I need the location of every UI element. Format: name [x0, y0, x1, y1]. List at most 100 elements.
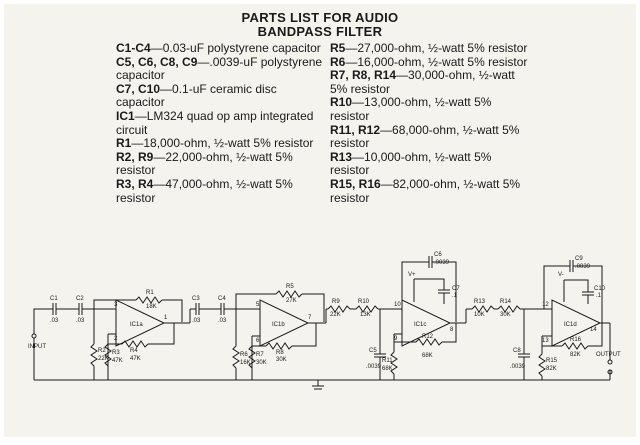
schematic-label-pin5: 5: [256, 302, 260, 308]
title-line-1: PARTS LIST FOR AUDIO: [241, 10, 399, 25]
schematic-label-c8: C8: [513, 348, 521, 354]
schematic-label-c10: C10: [594, 286, 606, 292]
schematic-label-r10v: 13K: [360, 312, 371, 318]
schematic-label-c6: C6: [434, 252, 442, 258]
schematic-label-pin9: 9: [394, 336, 398, 342]
capacitor-c7: [438, 289, 450, 294]
schematic-label-c9v: .0039: [575, 264, 591, 270]
page: PARTS LIST FOR AUDIO BANDPASS FILTER C1-…: [4, 4, 636, 437]
schematic-label-pin1: 1: [164, 315, 168, 321]
capacitor-c3: [190, 303, 216, 315]
schematic-label-pin2: 2: [114, 336, 118, 342]
input-terminal: [31, 333, 37, 339]
schematic-label-r2v: 22K: [98, 356, 109, 362]
schematic-label-c7v: .1: [452, 293, 458, 299]
parts-list-item: R1—18,000-ohm, ½-watt 5% resistor: [116, 136, 328, 151]
schematic-label-vplus: V+: [408, 272, 416, 278]
schematic-label-r15: R15: [546, 358, 558, 364]
schematic-label-r1: R1: [146, 290, 154, 296]
schematic-label-r6: R6: [240, 352, 248, 358]
schematic-output-label: OUTPUT: [596, 352, 621, 358]
resistor-r10: [355, 305, 379, 313]
schematic-label-pin14: 14: [590, 327, 597, 333]
schematic-label-r7: R7: [256, 352, 264, 358]
schematic-label-r10: R10: [358, 299, 370, 305]
schematic-label-pin12: 12: [542, 302, 549, 308]
schematic-label-c4v: .03: [218, 318, 227, 324]
schematic-label-c9: C9: [575, 256, 583, 262]
part-desc: —22,000-ohm, ½-watt 5% resistor: [116, 149, 293, 178]
resistor-r11: [390, 351, 398, 375]
part-desc: —LM324 quad op amp integrated circuit: [116, 108, 314, 137]
capacitor-c4: [216, 303, 260, 315]
schematic-label-pin13: 13: [542, 338, 549, 344]
schematic-label-c4: C4: [218, 296, 226, 302]
part-desc: —0.1-uF ceramic disc capacitor: [116, 81, 277, 110]
parts-list-item: C7, C10—0.1-uF ceramic disc capacitor: [116, 81, 328, 110]
part-ref: C1-C4: [116, 41, 151, 55]
schematic-label-r4v: 47K: [130, 356, 141, 362]
part-ref: R10: [330, 95, 353, 110]
schematic-label-r16v: 82K: [570, 352, 581, 358]
schematic-label-pin10: 10: [394, 302, 401, 308]
resistor-r9: [327, 305, 351, 313]
resistor-r7: [248, 345, 256, 369]
resistor-r2: [90, 343, 98, 367]
schematic-label-r11: R11: [382, 358, 393, 364]
schematic-input-label: INPUT: [28, 344, 46, 350]
capacitor-c10: [582, 291, 594, 296]
schematic-label-c3: C3: [192, 296, 200, 302]
part-desc: —47,000-ohm, ½-watt 5% resistor: [116, 176, 293, 205]
schematic-label-c1v: .03: [50, 318, 59, 324]
part-desc: —16,000-ohm, ½-watt 5% resistor: [345, 54, 528, 69]
schematic-label-c5: C5: [369, 348, 377, 354]
schematic-label-pin8: 8: [450, 327, 454, 333]
part-ref: R5: [330, 41, 346, 55]
schematic-label-r13: R13: [474, 299, 486, 305]
schematic-label-r12: R12: [422, 334, 434, 340]
parts-list-item: R2, R9—22,000-ohm, ½-watt 5% resistor: [116, 149, 328, 178]
op-amp-ic1c: [401, 299, 452, 347]
resistor-r15: [538, 353, 546, 377]
parts-list-item: R7, R8, R14—30,000-ohm, ½-watt 5% resist…: [330, 68, 530, 96]
parts-list-item: IC1—LM324 quad op amp integrated circuit: [116, 108, 328, 137]
output-terminal: [607, 359, 613, 365]
schematic-label-r9: R9: [332, 299, 340, 305]
schematic-label-ic1d: IC1d: [564, 322, 577, 328]
schematic-label-r14v: 30K: [500, 312, 511, 318]
schematic-label-r16: R16: [570, 337, 582, 343]
schematic-label-r11v: 68K: [382, 366, 393, 372]
schematic-label-c3v: .03: [192, 318, 201, 324]
op-amp-ic1b: [259, 299, 310, 347]
part-ref: R15, R16: [330, 176, 381, 191]
part-desc: —0.03-uF polystyrene capacitor: [150, 41, 321, 55]
resistor-r12: [415, 338, 443, 346]
schematic-label-r6v: 16K: [240, 360, 251, 366]
part-ref: R3, R4: [116, 176, 154, 191]
resistor-r13: [471, 305, 495, 313]
schematic-label-r14: R14: [500, 299, 512, 305]
schematic-label-r12v: 68K: [422, 353, 433, 359]
capacitor-c9: [569, 260, 574, 272]
capacitor-c5: [374, 353, 386, 358]
parts-list-item: C5, C6, C8, C9—.0039-uF polystyrene capa…: [116, 55, 328, 83]
capacitor-c2: [74, 303, 116, 315]
schematic-label-c7: C7: [452, 286, 460, 292]
part-desc: —27,000-ohm, ½-watt 5% resistor: [345, 41, 528, 55]
parts-list-item: R13—10,000-ohm, ½-watt 5% resistor: [330, 150, 530, 178]
schematic-label-c2v: .03: [76, 318, 85, 324]
schematic-label-r8v: 30K: [276, 357, 287, 363]
capacitor-c8: [518, 353, 530, 358]
schematic-label-ic1c: IC1c: [414, 322, 426, 328]
part-desc: —13,000-ohm, ½-watt 5% resistor: [330, 95, 492, 123]
part-ref: R2, R9: [116, 149, 154, 164]
parts-list-item: C1-C4—0.03-uF polystyrene capacitor: [116, 41, 328, 56]
capacitor-c1: [48, 303, 74, 315]
schematic-label-c1: C1: [50, 296, 58, 302]
schematic-label-r1v: 18K: [146, 304, 157, 310]
schematic-label-c10v: .1: [596, 293, 602, 299]
schematic-label-c8v: .0039: [510, 364, 526, 370]
schematic-label-ic1b: IC1b: [272, 322, 285, 328]
